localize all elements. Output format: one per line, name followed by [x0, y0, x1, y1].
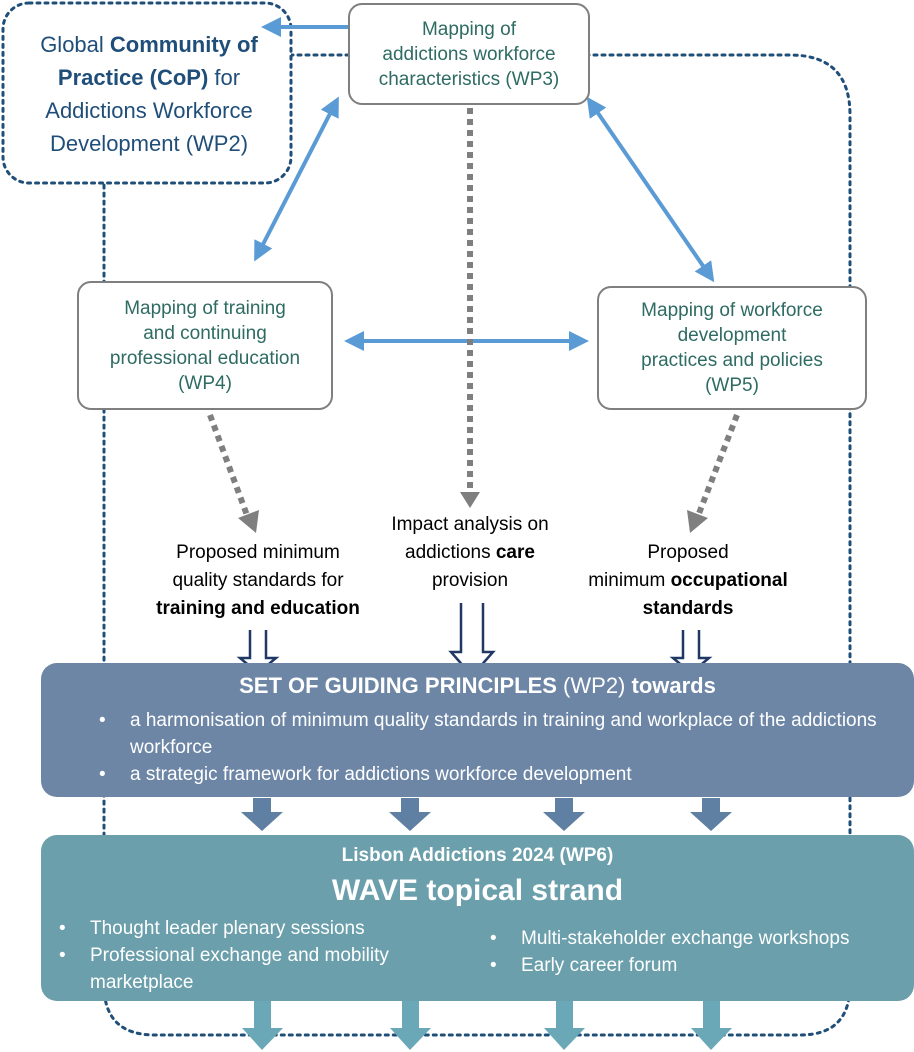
- dotted-arrow-wp5-occupational-head: [687, 510, 708, 533]
- arrow-wp3-wp5: [586, 96, 715, 283]
- dotted-arrow-wp5-occupational: [695, 413, 740, 518]
- wp3-box: Mapping of addictions workforce characte…: [348, 3, 590, 105]
- out-arrow-3: [544, 997, 585, 1050]
- lisbon-list-left: Thought leader plenary sessions Professi…: [59, 915, 469, 996]
- guiding-principles-list: a harmonisation of minimum quality stand…: [99, 707, 899, 788]
- lisbon-bullet: Professional exchange and mobility marke…: [59, 942, 469, 996]
- out-arrow-4: [691, 997, 732, 1050]
- band-arrow-3: [543, 798, 585, 831]
- band-arrow-4: [690, 798, 732, 831]
- guiding-bullet: a strategic framework for addictions wor…: [99, 761, 899, 788]
- lisbon-title: WAVE topical strand: [331, 874, 624, 907]
- lisbon-bullet: Thought leader plenary sessions: [59, 915, 469, 942]
- lisbon-bullet: Multi-stakeholder exchange workshops: [490, 925, 910, 952]
- band-arrow-1: [241, 798, 283, 831]
- cop-dotted-box: [1, 1, 293, 185]
- lisbon-subtitle: Lisbon Addictions 2024 (WP6): [341, 845, 614, 866]
- wave-dotted-frame: [102, 53, 852, 1037]
- output-training-standards: Proposed minimum quality standards for t…: [156, 542, 360, 619]
- cop-label: Global Community of Practice (CoP) for A…: [40, 32, 258, 156]
- dotted-arrow-wp3-care-head: [460, 492, 480, 508]
- guiding-principles-title: SET OF GUIDING PRINCIPLES (WP2) towards: [239, 673, 716, 698]
- guiding-bullet: a harmonisation of minimum quality stand…: [99, 707, 899, 761]
- lisbon-out-arrows: [242, 997, 732, 1050]
- out-arrow-2: [390, 997, 431, 1050]
- band-arrow-2: [389, 798, 431, 831]
- guiding-principles-band: SET OF GUIDING PRINCIPLES (WP2) towards …: [41, 663, 914, 797]
- lisbon-bullet: Early career forum: [490, 952, 910, 979]
- guiding-to-lisbon-arrows: [241, 798, 732, 831]
- dotted-arrow-wp4-training: [207, 413, 251, 520]
- output-occupational-standards: Proposed minimum occupational standards: [588, 542, 788, 619]
- lisbon-band: Lisbon Addictions 2024 (WP6) WAVE topica…: [41, 835, 914, 1001]
- wp5-box: Mapping of workforce development practic…: [597, 286, 867, 410]
- output-care-impact: Impact analysis on addictions care provi…: [391, 514, 549, 591]
- wp4-box: Mapping of training and continuing profe…: [77, 281, 333, 410]
- arrow-wp3-wp4: [254, 96, 339, 262]
- out-arrow-1: [242, 997, 283, 1050]
- lisbon-list-right: Multi-stakeholder exchange workshops Ear…: [490, 925, 910, 979]
- dotted-arrow-wp4-training-head: [238, 510, 259, 533]
